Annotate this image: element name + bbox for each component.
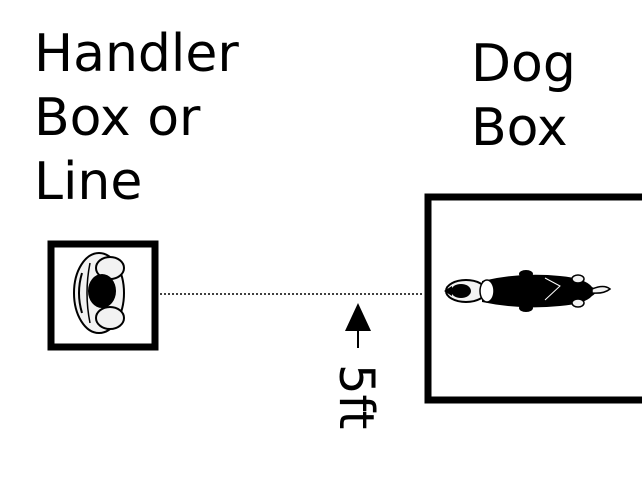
- handler-top-view-icon: [73, 252, 125, 334]
- handler-label-line-3: Line: [34, 152, 143, 212]
- dog-box: [424, 193, 642, 404]
- handler-box-label: Handler Box or Line: [34, 22, 239, 214]
- arrow-up-icon: [345, 303, 371, 348]
- handler-label-line-2: Box or: [34, 88, 201, 148]
- dog-label-line-1: Dog: [471, 34, 576, 94]
- handler-label-line-1: Handler: [34, 24, 239, 84]
- handler-box: [47, 240, 159, 351]
- dog-top-view-icon: [444, 270, 612, 312]
- dog-box-label: Dog Box: [471, 32, 576, 160]
- dog-label-line-2: Box: [471, 98, 568, 158]
- distance-label: 5ft: [328, 364, 384, 430]
